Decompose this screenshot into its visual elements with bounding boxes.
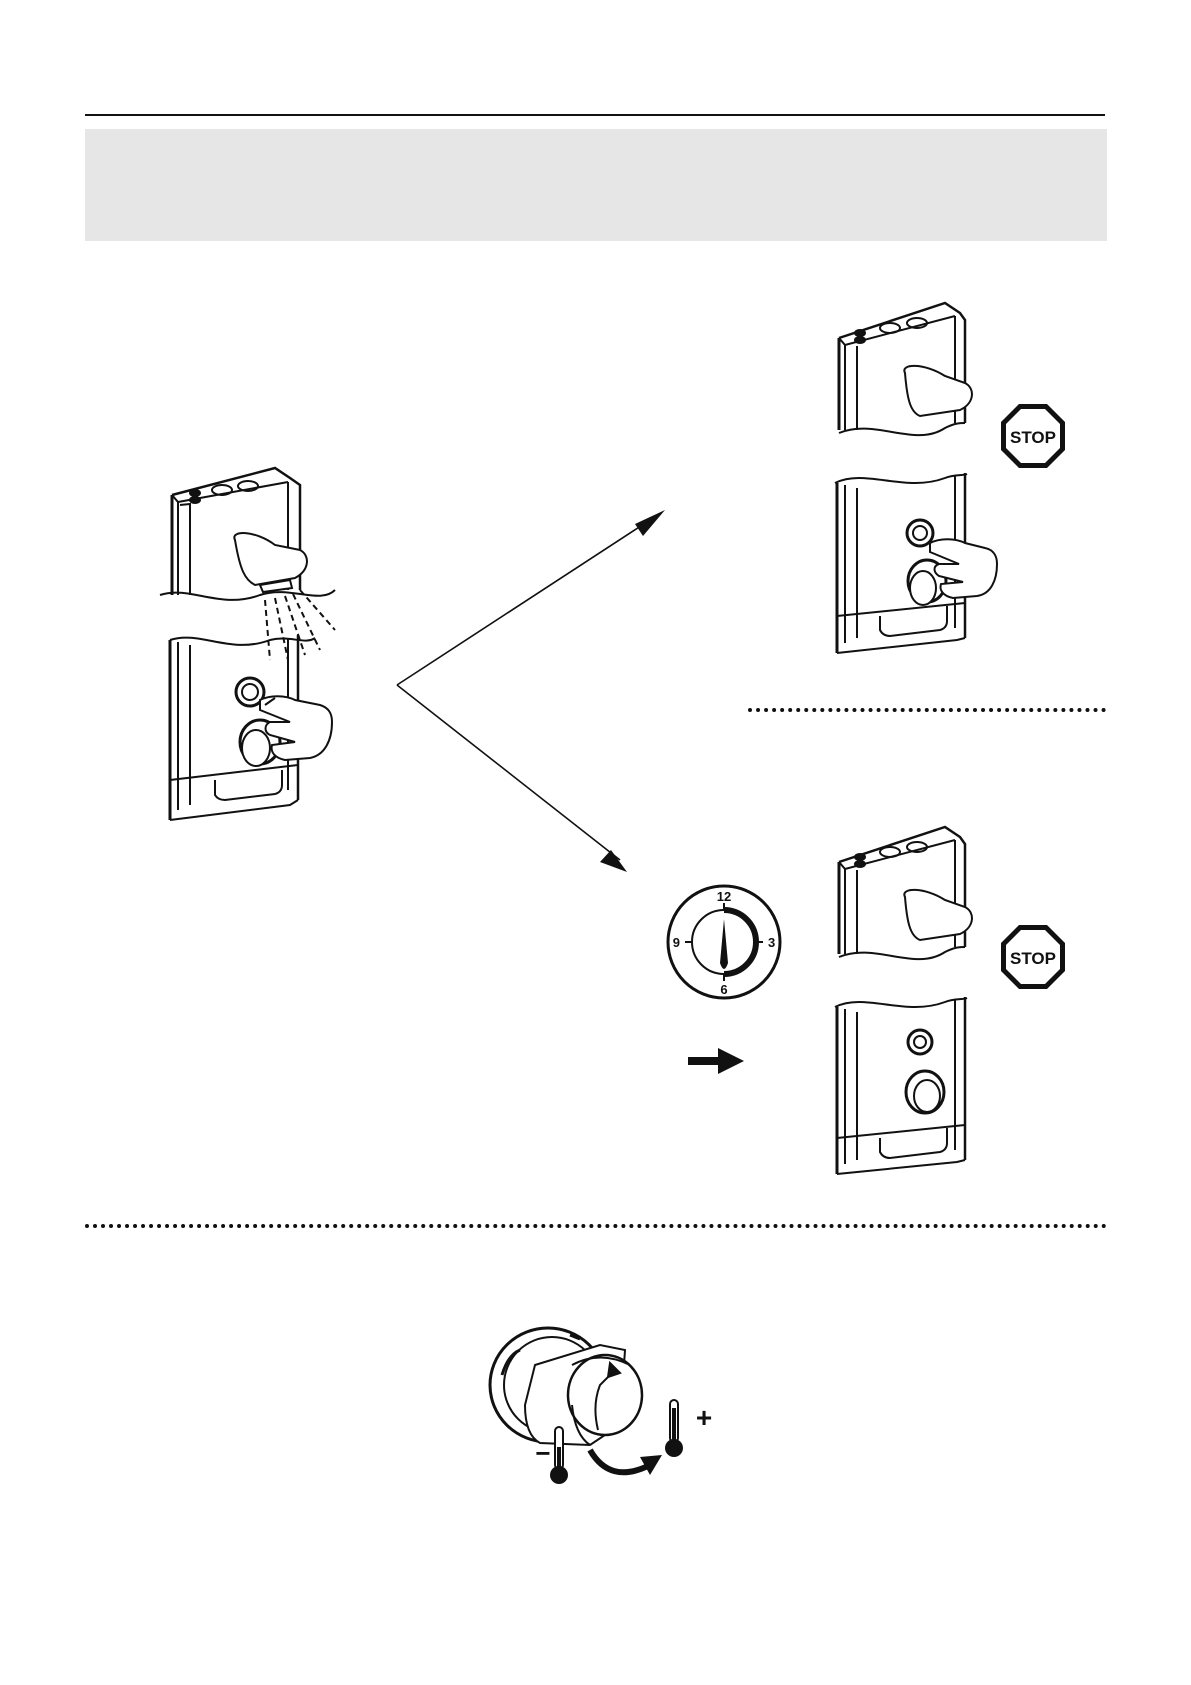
- shower-stop-auto-illustration: [835, 822, 1015, 1180]
- stop-sign-icon: STOP: [1000, 403, 1066, 469]
- divider-bottom: [85, 1224, 1107, 1228]
- header-band: [85, 129, 1107, 241]
- shower-running-illustration: [160, 460, 360, 830]
- branch-arrows: [395, 510, 635, 880]
- rotate-arrow-icon: [590, 1450, 650, 1472]
- divider-right: [748, 708, 1106, 712]
- clock-icon: 12 3 6 9: [665, 883, 783, 1001]
- temperature-plus-label: +: [692, 1405, 716, 1433]
- temperature-minus-label: −: [533, 1442, 553, 1466]
- dial-12: 12: [717, 889, 731, 904]
- dial-3: 3: [768, 935, 775, 950]
- stop-sign-label: STOP: [1010, 428, 1056, 447]
- plus-sign: +: [696, 1402, 712, 1433]
- dial-6: 6: [720, 982, 727, 997]
- stop-sign-label: STOP: [1010, 949, 1056, 968]
- arrow-down-right-icon: [600, 850, 627, 872]
- dial-9: 9: [673, 935, 680, 950]
- stop-sign-icon: STOP: [1000, 924, 1066, 990]
- top-rule: [85, 114, 1105, 116]
- minus-sign: −: [535, 1438, 550, 1468]
- shower-stop-press-illustration: [835, 298, 1015, 658]
- arrow-right-icon: [688, 1048, 744, 1074]
- arrow-up-right-icon: [635, 510, 665, 536]
